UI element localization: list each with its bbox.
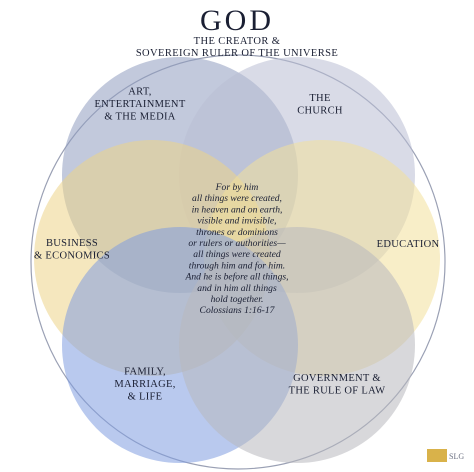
sphere-label-government-line: THE RULE OF LAW [289,385,386,396]
verse-line: through him and for him. [189,260,285,271]
verse-line: visible and invisible, [197,216,276,227]
sphere-label-family-line: & LIFE [128,392,163,403]
spheres-layer [34,57,440,463]
verse-line: or rulers or authorities— [188,238,286,249]
sphere-label-arts-line: ART, [128,87,151,98]
verse-line: And he is before all things, [184,272,288,283]
verse-line: thrones or dominions [196,227,278,238]
verse-line: hold together. [211,294,264,305]
title-sub-line-2: SOVEREIGN RULER OF THE UNIVERSE [136,48,338,59]
sphere-label-family-line: FAMILY, [124,367,166,378]
sphere-label-business-line: & ECONOMICS [34,250,110,261]
title-sub-line-1: THE CREATOR & [194,36,281,47]
logo-text: SLG [449,452,464,461]
sphere-label-education-line: EDUCATION [377,239,440,250]
verse-line: and in him all things [197,283,277,294]
verse-reference: Colossians 1:16-17 [200,305,276,316]
publisher-logo: SLG [427,449,464,462]
sphere-label-church-line: CHURCH [297,105,343,116]
verse-line: all things were created, [192,193,282,204]
verse-line: all things were created [193,249,281,260]
sphere-label-church-line: THE [309,93,330,104]
title-main: GOD [200,4,274,37]
sphere-label-government-line: GOVERNMENT & [293,373,381,384]
sphere-government [179,227,415,463]
verse-line: in heaven and on earth, [192,204,283,215]
sphere-label-arts-line: ENTERTAINMENT [94,99,185,110]
sphere-label-arts-line: & THE MEDIA [104,112,175,123]
sphere-label-business-line: BUSINESS [46,238,98,249]
sphere-label-family-line: MARRIAGE, [114,379,175,390]
verse-line: For by him [215,182,259,193]
